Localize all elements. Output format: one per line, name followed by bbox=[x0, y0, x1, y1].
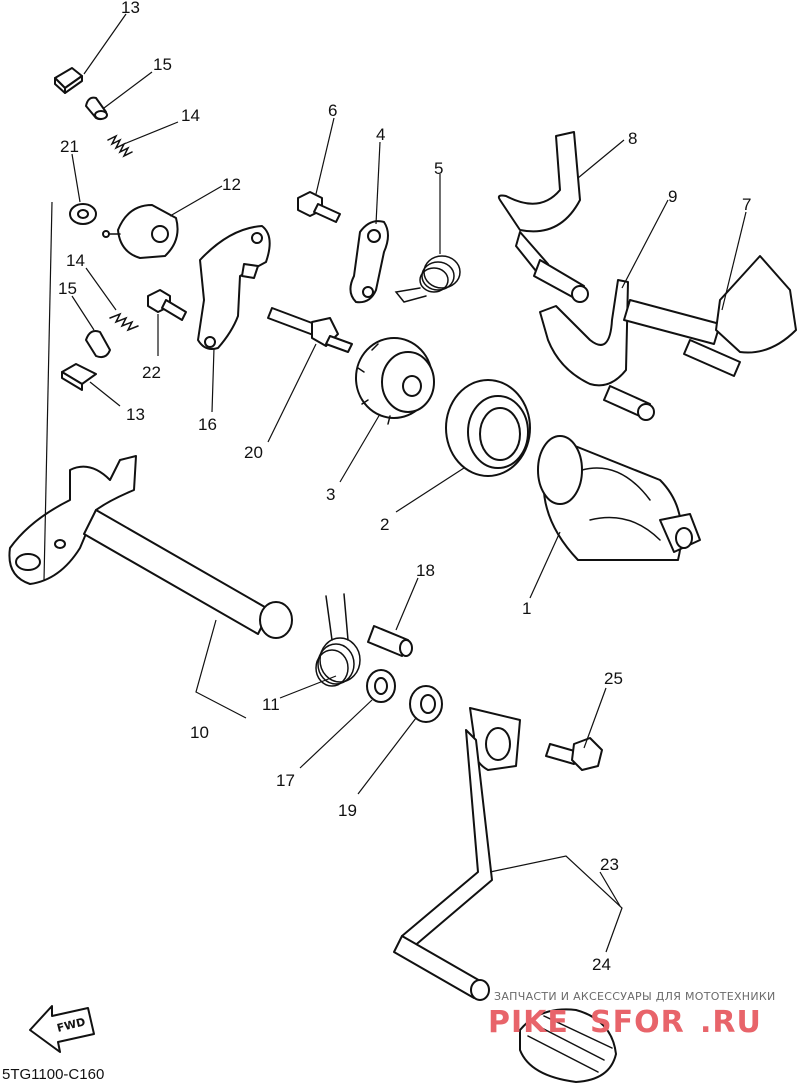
callout-21: 21 bbox=[60, 137, 79, 156]
drawing-code: 5TG1100-C160 bbox=[2, 1066, 105, 1083]
callout-13-lower: 13 bbox=[126, 405, 145, 424]
callout-19: 19 bbox=[338, 801, 357, 820]
part-18-pin bbox=[367, 625, 413, 657]
callout-18: 18 bbox=[416, 561, 435, 580]
part-24-pedal-rubber bbox=[519, 1008, 617, 1083]
callout-22: 22 bbox=[142, 363, 161, 382]
callout-11: 11 bbox=[262, 695, 280, 714]
callout-17: 17 bbox=[276, 771, 295, 790]
watermark-brand-mid: SFOR bbox=[590, 1005, 685, 1040]
part-13-lower bbox=[61, 363, 97, 391]
watermark-brand-left: PIKE bbox=[488, 1005, 569, 1040]
part-8-shift-fork bbox=[497, 131, 589, 303]
part-16-plate bbox=[197, 225, 271, 350]
watermark-brand-right: .RU bbox=[700, 1005, 762, 1040]
part-3-segment bbox=[355, 337, 435, 425]
part-21-washer bbox=[69, 203, 97, 225]
callout-24: 24 bbox=[592, 955, 611, 974]
fwd-arrow: FWD bbox=[29, 1005, 95, 1053]
callout-13-top: 13 bbox=[121, 0, 140, 17]
leader-lines bbox=[43, 13, 747, 953]
callout-5: 5 bbox=[434, 159, 443, 178]
callout-8: 8 bbox=[628, 129, 637, 148]
part-17-washer bbox=[366, 669, 396, 703]
part-19-oil-seal bbox=[409, 685, 443, 723]
part-20-shaft bbox=[267, 307, 353, 353]
part-14-top-spring bbox=[107, 134, 133, 158]
part-7-shift-fork bbox=[623, 255, 797, 377]
part-4-lever bbox=[349, 220, 389, 304]
fwd-arrow-icon bbox=[29, 1005, 95, 1053]
callout-14-top: 14 bbox=[181, 106, 200, 125]
part-12-stopper-lever bbox=[102, 204, 179, 259]
callout-20: 20 bbox=[244, 443, 263, 462]
callout-14-lower: 14 bbox=[66, 251, 85, 270]
part-1-shift-drum bbox=[537, 435, 701, 561]
part-11-spring bbox=[315, 593, 361, 687]
part-14-lower-spring bbox=[109, 312, 139, 332]
callout-16: 16 bbox=[198, 415, 217, 434]
part-9-shift-fork bbox=[539, 279, 655, 421]
part-13-top bbox=[54, 67, 83, 94]
callout-23: 23 bbox=[600, 855, 619, 874]
part-25-bolt bbox=[545, 737, 603, 771]
part-2-bearing bbox=[445, 379, 531, 477]
callout-12: 12 bbox=[222, 175, 241, 194]
callout-numbers: 13 15 14 21 12 14 15 13 22 16 6 4 5 20 3… bbox=[58, 0, 751, 974]
part-10-shift-shaft bbox=[8, 455, 293, 639]
part-23-shift-pedal bbox=[393, 707, 521, 1001]
watermark-caption: ЗАПЧАСТИ И АКСЕССУАРЫ ДЛЯ МОТОТЕХНИКИ bbox=[494, 990, 776, 1003]
callout-7: 7 bbox=[742, 195, 751, 214]
part-5-spring bbox=[394, 255, 461, 303]
watermark: ЗАПЧАСТИ И АКСЕССУАРЫ ДЛЯ МОТОТЕХНИКИ PI… bbox=[488, 990, 776, 1040]
callout-10: 10 bbox=[190, 723, 209, 742]
callout-2: 2 bbox=[380, 515, 389, 534]
callout-15-top: 15 bbox=[153, 55, 172, 74]
callout-6: 6 bbox=[328, 101, 337, 120]
part-15-top bbox=[85, 96, 108, 121]
callout-1: 1 bbox=[522, 599, 531, 618]
callout-9: 9 bbox=[668, 187, 677, 206]
part-22-bolt bbox=[147, 289, 187, 321]
callout-25: 25 bbox=[604, 669, 623, 688]
callout-4: 4 bbox=[376, 125, 385, 144]
callout-15-lower: 15 bbox=[58, 279, 77, 298]
part-6-bolt bbox=[297, 191, 341, 223]
part-15-lower bbox=[85, 330, 111, 359]
callout-3: 3 bbox=[326, 485, 335, 504]
